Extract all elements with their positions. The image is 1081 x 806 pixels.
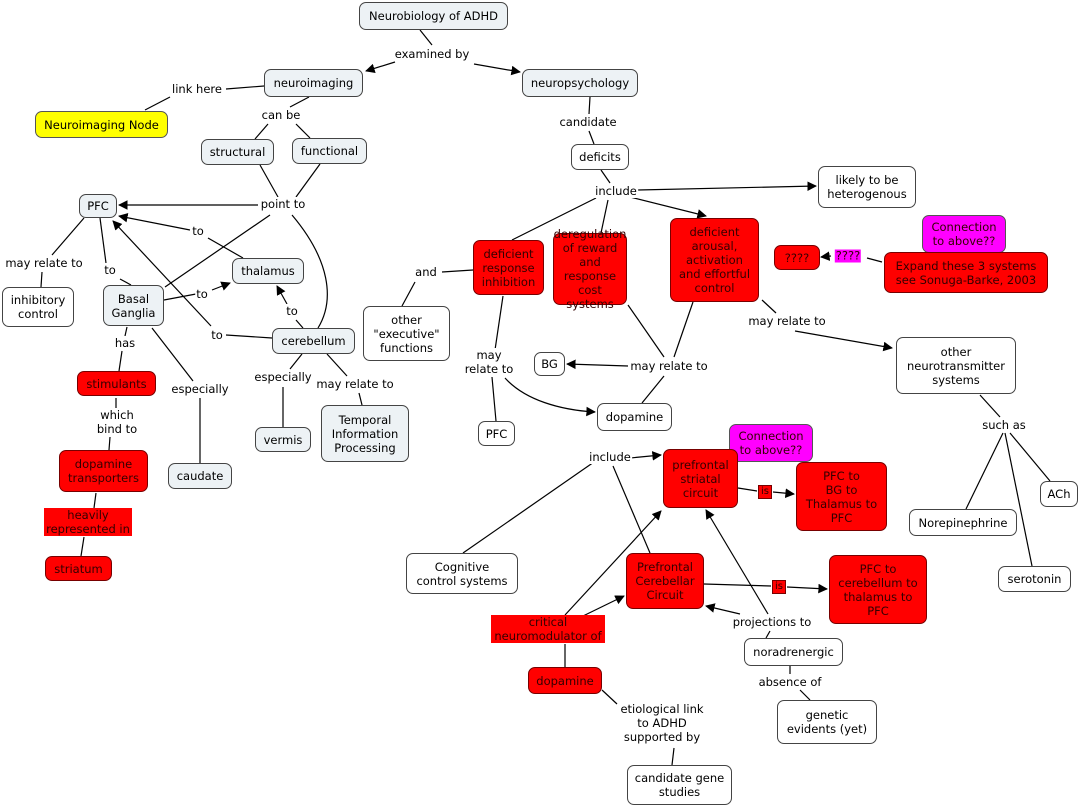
link-examined-by: examined by (393, 47, 471, 61)
concept-deficits[interactable]: deficits (571, 144, 629, 170)
concept-caudate[interactable]: caudate (168, 463, 232, 489)
link-etiological-link: etiological link to ADHD supported by (619, 702, 705, 744)
link-may-relate-to: may relate to (629, 359, 709, 373)
concept-prefrontal-striatal-circuit[interactable]: prefrontal striatal circuit (663, 449, 738, 508)
concept-dopamine[interactable]: dopamine (597, 403, 672, 431)
concept-pfc-bg-thalamus[interactable]: PFC to BG to Thalamus to PFC (796, 462, 887, 531)
link-to: to (285, 304, 299, 318)
concept-unknown[interactable]: ???? (774, 245, 820, 270)
concept-expand-systems[interactable]: Expand these 3 systems see Sonuga-Barke,… (884, 252, 1048, 293)
link-link-here: link here (171, 82, 223, 96)
concept-ach[interactable]: ACh (1040, 481, 1078, 507)
concept-neuropsychology[interactable]: neuropsychology (522, 69, 638, 97)
concept-thalamus[interactable]: thalamus (232, 258, 304, 284)
link-which-bind-to: which bind to (95, 408, 139, 436)
link-such-as: such as (981, 418, 1027, 432)
link-absence-of: absence of (757, 675, 823, 689)
concept-noradrenergic[interactable]: noradrenergic (744, 638, 843, 666)
link-point-to: point to (259, 197, 307, 211)
link-especially: especially (170, 382, 230, 396)
concept-pfc[interactable]: PFC (79, 194, 117, 218)
concept-deficient-response-inhibition[interactable]: deficient response inhibition (473, 240, 544, 295)
concept-inhibitory-control[interactable]: inhibitory control (2, 287, 74, 327)
link-is: is (758, 485, 772, 499)
link-may-relate-to: may relate to (747, 314, 827, 328)
link-may-relate-to: may relate to (463, 348, 515, 376)
concept-pfc-2[interactable]: PFC (478, 421, 515, 446)
link-heavily-represented-in: heavily represented in (44, 508, 132, 536)
concept-basal-ganglia[interactable]: Basal Ganglia (103, 285, 164, 326)
note-connection-1[interactable]: Connection to above?? (922, 215, 1006, 253)
link-may-relate-to: may relate to (315, 377, 395, 391)
concept-bg[interactable]: BG (534, 352, 565, 376)
concept-striatum[interactable]: striatum (45, 556, 112, 581)
link-projections-to: projections to (731, 615, 813, 629)
concept-vermis[interactable]: vermis (255, 427, 311, 452)
concept-stimulants[interactable]: stimulants (77, 371, 156, 396)
concept-candidate-gene-studies[interactable]: candidate gene studies (627, 765, 732, 805)
link-can-be: can be (260, 108, 302, 122)
concept-dopamine-2[interactable]: dopamine (528, 667, 602, 694)
link-candidate: candidate (558, 115, 618, 129)
concept-cognitive-control[interactable]: Cognitive control systems (406, 553, 518, 594)
concept-pfc-cerebellum-thalamus[interactable]: PFC to cerebellum to thalamus to PFC (829, 555, 927, 624)
concept-prefrontal-cerebellar-circuit[interactable]: Prefrontal Cerebellar Circuit (626, 553, 704, 609)
concept-neuroimaging[interactable]: neuroimaging (264, 69, 363, 97)
link-is: is (772, 580, 786, 594)
link-especially: especially (253, 370, 313, 384)
concept-other-neurotransmitters[interactable]: other neurotransmitter systems (896, 337, 1016, 394)
concept-other-executive[interactable]: other "executive" functions (363, 306, 450, 361)
concept-structural[interactable]: structural (201, 139, 274, 165)
note-connection-2[interactable]: Connection to above?? (729, 424, 813, 462)
link-include: include (594, 184, 638, 198)
link-and: and (414, 265, 438, 279)
link-to: to (191, 224, 205, 238)
concept-heterogenous[interactable]: likely to be heterogenous (818, 166, 916, 208)
link-to: to (210, 328, 224, 342)
link-critical-neuromodulator: critical neuromodulator of (491, 615, 605, 643)
link-unknown: ???? (834, 248, 862, 263)
concept-title[interactable]: Neurobiology of ADHD (359, 2, 508, 30)
concept-genetic-evidents[interactable]: genetic evidents (yet) (777, 700, 877, 744)
concept-serotonin[interactable]: serotonin (998, 566, 1071, 592)
link-may-relate-to: may relate to (4, 256, 84, 270)
concept-dopamine-transporters[interactable]: dopamine transporters (59, 450, 148, 492)
link-include: include (588, 450, 632, 464)
neuroimaging-node-link[interactable]: Neuroimaging Node (35, 111, 168, 138)
concept-cerebellum[interactable]: cerebellum (272, 328, 355, 354)
concept-deregulation-reward[interactable]: deregulation of reward and response cost… (553, 227, 627, 311)
concept-norepinephrine[interactable]: Norepinephrine (909, 509, 1017, 536)
concept-deficient-arousal[interactable]: deficient arousal, activation and effort… (670, 218, 759, 302)
link-to: to (195, 287, 209, 301)
link-has: has (113, 336, 137, 350)
link-to: to (103, 263, 117, 277)
concept-temporal-processing[interactable]: Temporal Information Processing (321, 405, 409, 462)
concept-functional[interactable]: functional (292, 138, 367, 164)
